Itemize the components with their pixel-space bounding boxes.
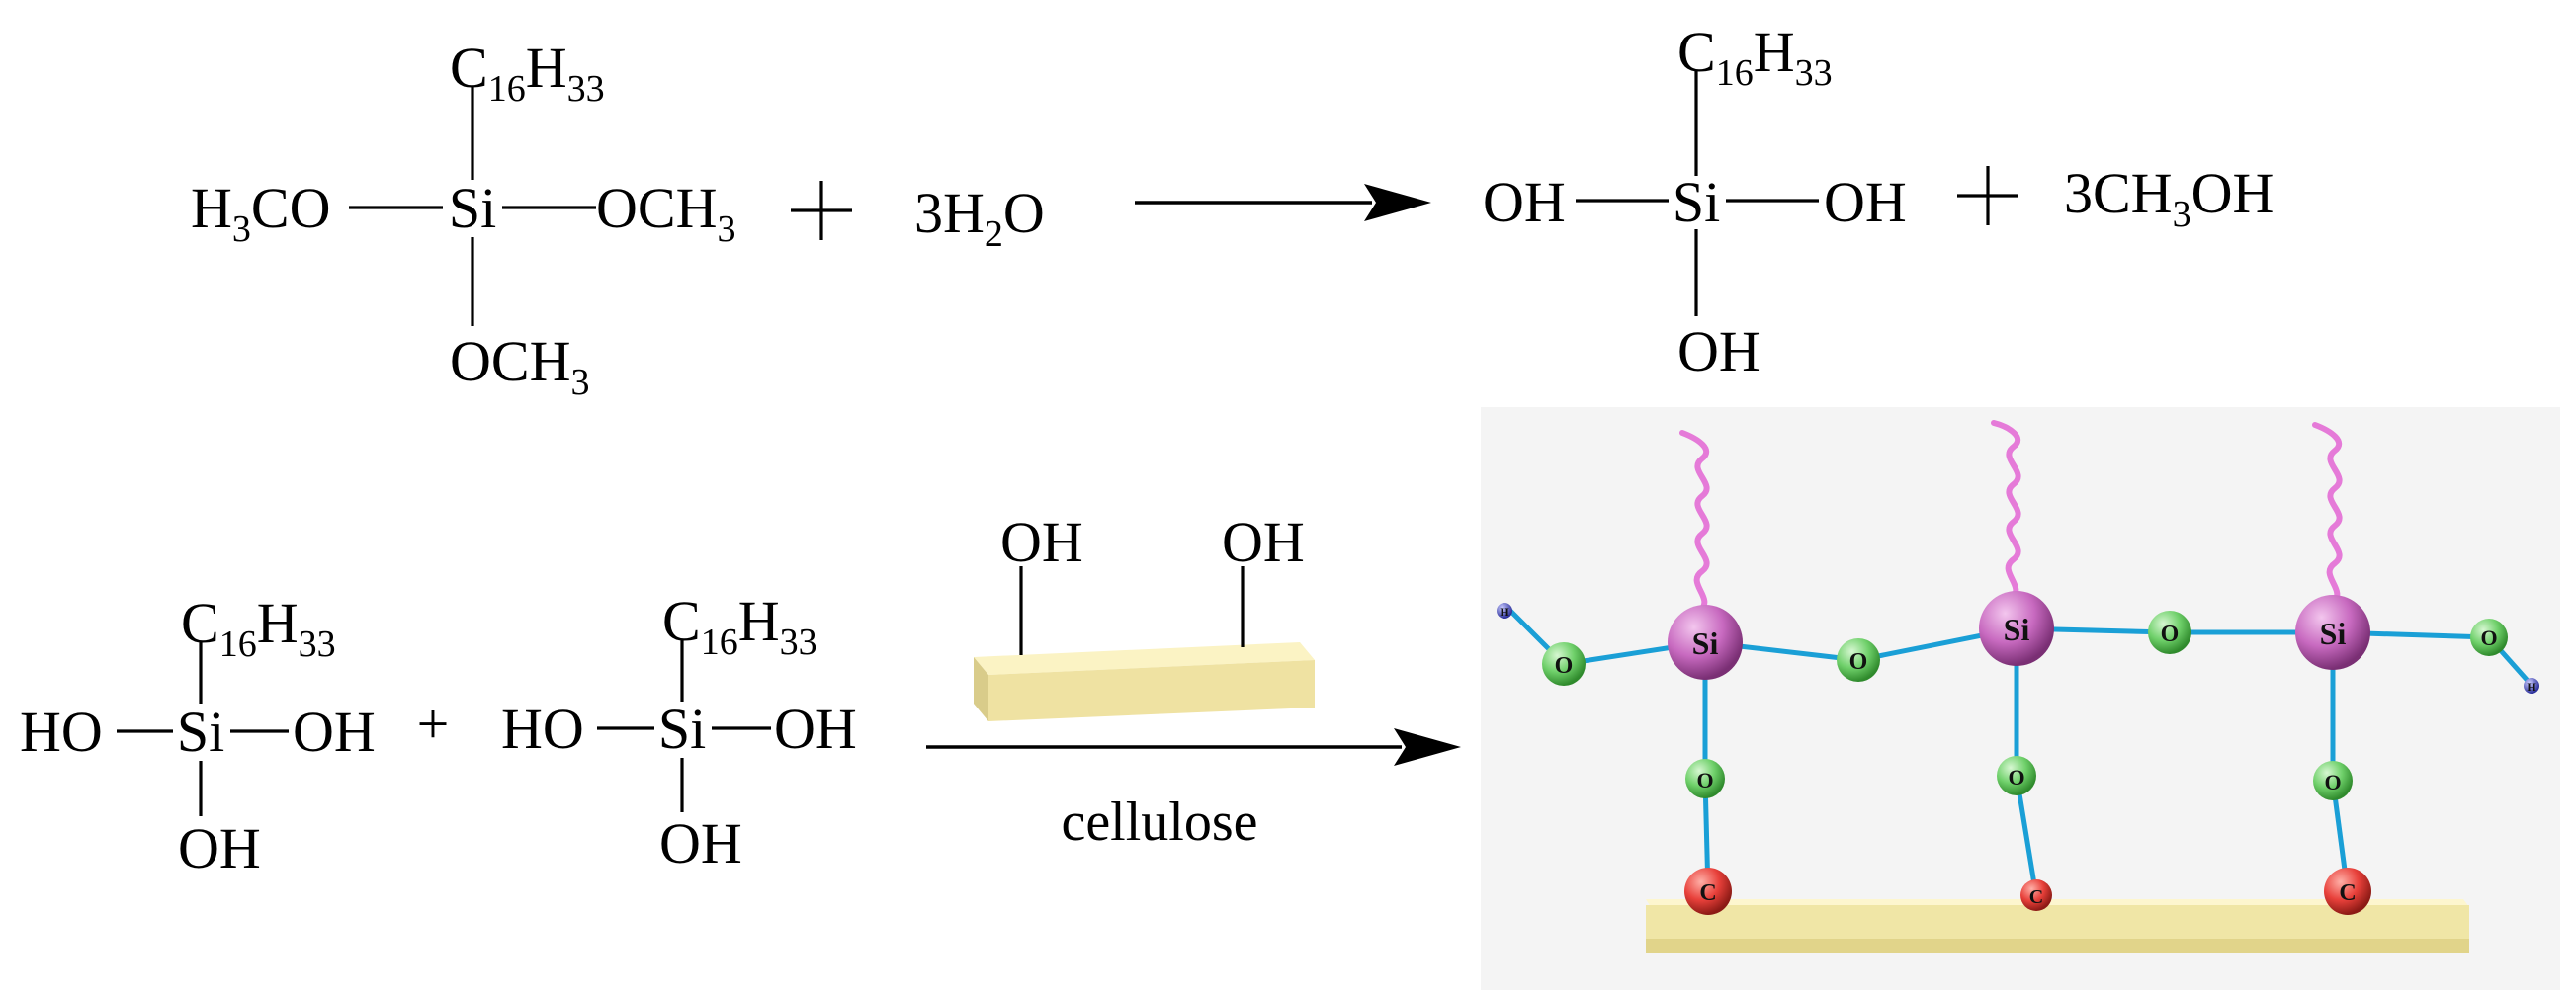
reactant-trimethoxysilane: C16H33 H3CO Si OCH3 OCH3 — [191, 36, 735, 403]
grafted-surface-model: H H O O O O O O O C C C Si Si Si — [1481, 407, 2560, 990]
plus-sign-3: + — [417, 692, 450, 756]
silicon-center: Si — [177, 700, 224, 764]
hexadecyl-group: C16H33 — [181, 591, 336, 665]
hexadecyl-group: C16H33 — [662, 589, 817, 663]
svg-text:O: O — [1555, 653, 1574, 679]
hydroxyl-bottom: OH — [659, 811, 742, 875]
hydroxyl-bottom: OH — [178, 816, 261, 880]
cellulose-side-face — [974, 657, 988, 721]
svg-text:O: O — [2008, 765, 2024, 790]
silicon-center: Si — [1673, 170, 1720, 234]
svg-text:O: O — [2324, 770, 2341, 794]
oxygen-atom-5: O — [1685, 759, 1725, 798]
silicon-atom-3: Si — [2295, 595, 2370, 670]
silicon-center: Si — [449, 176, 496, 240]
hydroxyl-right: OH — [1824, 170, 1907, 234]
plus-sign-2 — [1957, 166, 2018, 225]
silicon-center: Si — [658, 697, 706, 761]
cellulose-top-face — [974, 642, 1315, 675]
product-silanetriol: C16H33 OH Si OH OH — [1483, 20, 1907, 383]
hydroxyl-left: OH — [1483, 170, 1566, 234]
carbon-atom-2: C — [2020, 879, 2052, 911]
svg-text:Si: Si — [1692, 625, 1719, 661]
hydroxyl-right: OH — [293, 700, 376, 764]
svg-text:C: C — [1699, 880, 1716, 906]
reaction-arrow-2 — [926, 728, 1461, 766]
plus-sign-1 — [791, 181, 852, 240]
methoxy-bottom: OCH3 — [450, 329, 589, 403]
hexadecyl-group: C16H33 — [1677, 20, 1833, 94]
svg-text:O: O — [1696, 768, 1713, 792]
svg-text:O: O — [2161, 622, 2180, 647]
svg-text:C: C — [2339, 880, 2356, 906]
cellulose-block: OH OH — [974, 510, 1315, 721]
alkyl-chain-1 — [1679, 430, 1710, 614]
oxygen-atom-1: O — [1542, 642, 1586, 686]
carbon-atom-3: C — [2324, 868, 2371, 915]
hexadecyl-group: C16H33 — [450, 36, 605, 110]
hydroxyl-left: HO — [501, 697, 584, 761]
water-reagent: 3H2O — [914, 181, 1045, 255]
svg-text:O: O — [1849, 649, 1868, 675]
methanol-byproduct: 3CH3OH — [2064, 161, 2274, 235]
svg-text:Si: Si — [2320, 616, 2347, 651]
cellulose-hydroxyl-2: OH — [1222, 510, 1305, 574]
reaction-arrow-1 — [1135, 184, 1431, 221]
methoxy-left: H3CO — [191, 176, 330, 250]
cellulose-front-face — [988, 660, 1315, 721]
svg-text:H: H — [1500, 605, 1509, 619]
svg-text:O: O — [2480, 625, 2497, 650]
hydrogen-atom-right: H — [2524, 678, 2539, 694]
silanol-1: C16H33 HO Si OH OH — [20, 591, 376, 880]
hydroxyl-left: HO — [20, 700, 103, 764]
hydroxyl-right: OH — [774, 697, 857, 761]
silanol-2: C16H33 HO Si OH OH — [501, 589, 857, 875]
oxygen-atom-4: O — [2470, 619, 2508, 656]
oxygen-atom-3: O — [2148, 611, 2191, 654]
silicon-atom-2: Si — [1979, 591, 2054, 666]
methoxy-right: OCH3 — [596, 176, 735, 250]
hydrogen-atom-left: H — [1497, 603, 1512, 619]
svg-text:H: H — [2527, 680, 2536, 694]
carbon-atom-1: C — [1684, 868, 1732, 915]
oxygen-atom-7: O — [2313, 761, 2353, 800]
model-panel-background — [1481, 407, 2560, 990]
alkyl-chain-2 — [1991, 420, 2021, 602]
silicon-atom-1: Si — [1668, 605, 1743, 680]
cellulose-hydroxyl-1: OH — [1000, 510, 1083, 574]
arrow-label-cellulose: cellulose — [1061, 792, 1257, 853]
oxygen-atom-6: O — [1997, 756, 2036, 795]
svg-text:C: C — [2029, 886, 2043, 908]
alkyl-chain-3 — [2312, 422, 2343, 606]
svg-text:Si: Si — [2004, 612, 2030, 647]
hydroxyl-bottom: OH — [1677, 319, 1760, 383]
oxygen-atom-2: O — [1837, 638, 1880, 682]
cellulose-substrate — [1646, 899, 2469, 953]
